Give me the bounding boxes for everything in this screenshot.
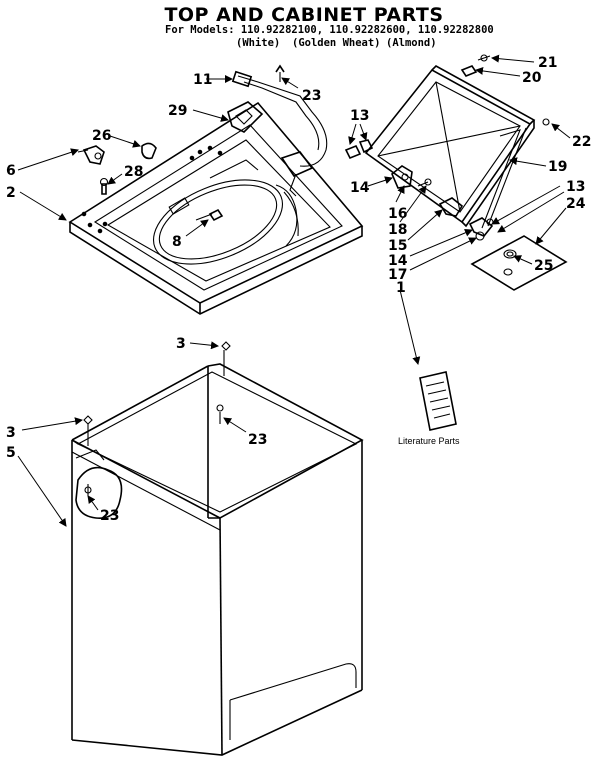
literature-parts-label: Literature Parts: [398, 436, 460, 446]
callout-18: 18: [388, 222, 407, 238]
callout-3-lower: 3: [6, 425, 16, 441]
color-golden-wheat: (Golden Wheat): [292, 37, 381, 49]
harness-screw: [275, 64, 285, 82]
cabinet: [71, 341, 364, 756]
callout-5: 5: [6, 445, 16, 461]
top-panel: [68, 101, 364, 315]
callout-14-lower: 14: [388, 253, 408, 269]
callout-17: 17: [388, 267, 407, 283]
callout-15: 15: [388, 238, 407, 254]
callout-23: 23: [302, 88, 321, 104]
callout-1: 1: [396, 280, 406, 296]
lid-screws: [460, 54, 550, 126]
callout-29: 29: [168, 103, 187, 119]
lid-switch-harness: [231, 70, 328, 197]
callout-11: 11: [193, 72, 212, 88]
callout-20: 20: [522, 70, 542, 86]
callout-8: 8: [172, 234, 182, 250]
callout-13-lower: 13: [566, 179, 585, 195]
callout-21: 21: [538, 55, 557, 71]
lid-hinge-clip: [77, 142, 157, 165]
callout-14-upper: 14: [350, 180, 370, 196]
callout-numbers: 11 23 29 26 6 28 2 8 13 14 16 18 15 14 1…: [6, 55, 591, 524]
callout-6: 6: [6, 163, 16, 179]
callout-26: 26: [92, 128, 111, 144]
callout-24: 24: [566, 196, 586, 212]
lid-hinge-hardware: [344, 139, 494, 241]
callout-23-lower: 23: [100, 508, 119, 524]
washer-lid: [364, 65, 536, 229]
leader-lines: [17, 54, 571, 527]
literature-booklet: [419, 371, 457, 431]
callout-13-upper: 13: [350, 108, 369, 124]
callout-19: 19: [548, 159, 567, 175]
callout-25: 25: [534, 258, 553, 274]
color-almond: (Almond): [386, 37, 437, 49]
lid-bumper-kit: [470, 235, 568, 291]
switch-actuator: [227, 101, 264, 133]
callout-23-cabinet: 23: [248, 432, 267, 448]
callout-16: 16: [388, 206, 407, 222]
callout-22: 22: [572, 134, 591, 150]
callout-28: 28: [124, 164, 143, 180]
callout-3-upper: 3: [176, 336, 186, 352]
diagram-title: TOP AND CABINET PARTS: [164, 4, 444, 26]
models-line: For Models: 110.92282100, 110.92282600, …: [165, 24, 494, 36]
top-screws: [99, 177, 224, 222]
color-white: (White): [236, 37, 281, 49]
callout-2: 2: [6, 185, 16, 201]
